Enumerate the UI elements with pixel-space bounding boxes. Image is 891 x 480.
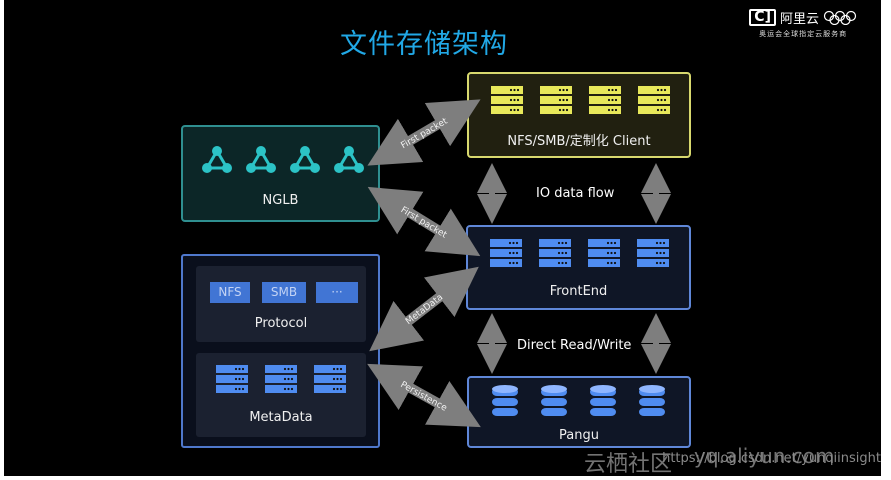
nglb-node: NGLB (181, 125, 380, 222)
arrow-label-frontend-nglb: First packet (399, 205, 449, 241)
arrow-frontend-metadata: MetaData (369, 266, 479, 352)
source-url: https://blog.csdn.net/yunqiinsight (662, 451, 881, 466)
olympic-rings-icon (823, 10, 857, 25)
metadata-server-icon-3 (314, 365, 346, 393)
pangu-node: Pangu (467, 376, 691, 448)
slide-canvas: 文件存储架构 C] 阿里云 奥运会全球指定云服务商 NFS/SMB/定制化 Cl… (4, 0, 881, 476)
arrow-label-frontend-metadata: MetaData (404, 293, 445, 327)
io-flow-label: IO data flow (536, 186, 615, 201)
metadata-node: MetaData (196, 353, 366, 437)
arrow-frontend-nglb: First packet (367, 186, 481, 257)
metadata-server-icon-2 (265, 365, 297, 393)
database-icon-2 (541, 385, 567, 416)
client-server-icon-3 (589, 86, 621, 114)
metadata-label: MetaData (249, 410, 313, 425)
logo-brand: 阿里云 (779, 12, 819, 27)
connector-layer: First packet First packet MetaData Persi… (367, 99, 671, 428)
nfs-chip: NFS (210, 282, 250, 303)
nglb-label: NGLB (262, 193, 299, 208)
database-icon-3 (590, 385, 616, 416)
frontend-server-icon-1 (490, 239, 522, 267)
metadata-server-icon-1 (216, 365, 248, 393)
frontend-server-icon-3 (588, 239, 620, 267)
database-icon-1 (492, 385, 518, 416)
arrow-label-client-nglb: First packet (400, 116, 450, 151)
database-icons (492, 385, 665, 416)
page-title: 文件存储架构 (340, 29, 508, 60)
protocol-node: NFS SMB ··· Protocol (196, 266, 366, 342)
frontend-node: FrontEnd (466, 225, 691, 310)
frontend-server-icon-4 (637, 239, 669, 267)
client-node: NFS/SMB/定制化 Client (467, 72, 691, 158)
direct-rw-label: Direct Read/Write (517, 338, 632, 353)
client-server-icon-1 (491, 86, 523, 114)
database-icon-4 (639, 385, 665, 416)
pangu-label: Pangu (559, 428, 599, 443)
client-server-icon-2 (540, 86, 572, 114)
arrow-client-nglb: First packet (367, 99, 481, 166)
frontend-server-icons (490, 239, 669, 267)
network-icon-2 (246, 146, 276, 173)
smb-chip: SMB (262, 282, 306, 303)
aliyun-logo: C] 阿里云 奥运会全球指定云服务商 (749, 8, 857, 39)
network-icon-4 (334, 146, 364, 173)
more-chip: ··· (316, 282, 358, 303)
protocol-label: Protocol (254, 316, 308, 331)
client-server-icon-4 (638, 86, 670, 114)
network-icon-1 (202, 146, 232, 173)
watermark-site: 云栖社区 (584, 452, 673, 476)
network-icon-3 (290, 146, 320, 173)
logo-tagline: 奥运会全球指定云服务商 (759, 30, 848, 38)
metadata-server-icons (216, 365, 346, 393)
watermark-domain: yq.aliyun.com (694, 444, 835, 468)
arrow-pangu-metadata: Persistence (367, 363, 481, 428)
client-label: NFS/SMB/定制化 Client (507, 134, 651, 149)
frontend-server-icon-2 (539, 239, 571, 267)
client-server-icons (491, 86, 670, 114)
logo-mark: C] (749, 9, 776, 26)
arrow-label-pangu-metadata: Persistence (399, 380, 449, 414)
frontend-label: FrontEnd (549, 284, 608, 299)
network-icons (202, 146, 364, 173)
